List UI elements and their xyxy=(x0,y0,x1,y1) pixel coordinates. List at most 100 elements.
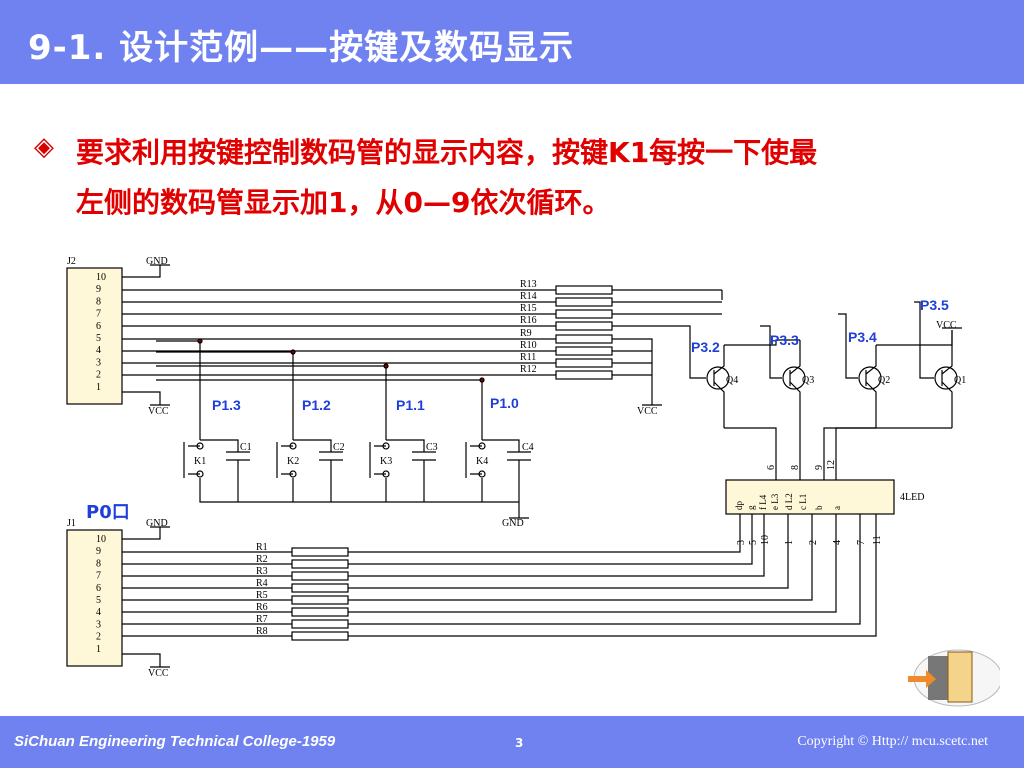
led-seg-2: f L4 xyxy=(758,494,768,510)
led-module xyxy=(725,479,895,515)
transistor-q4: Q4 xyxy=(726,375,738,386)
gnd-label-j2: GND xyxy=(146,256,168,267)
j1-pin-6: 6 xyxy=(96,583,101,594)
j2-pin-5: 5 xyxy=(96,333,101,344)
resistor-r13: R13 xyxy=(520,279,537,290)
key-k4: K4 xyxy=(476,456,488,467)
j1-pin-10: 10 xyxy=(96,534,106,545)
copyright-text: Copyright © Http:// mcu.scetc.net xyxy=(797,734,988,749)
led-bot-pin-5: 5 xyxy=(748,540,759,545)
led-bot-pin-10: 10 xyxy=(760,535,771,545)
j1-pin-5: 5 xyxy=(96,595,101,606)
label-p1-3: P1.3 xyxy=(212,397,241,413)
resistor-r8: R8 xyxy=(256,626,268,637)
led-top-pin-9: 9 xyxy=(814,465,825,470)
resistor-r14: R14 xyxy=(520,291,537,302)
j2-pin-9: 9 xyxy=(96,284,101,295)
resistor-r15: R15 xyxy=(520,303,537,314)
p0-port-label: P0口 xyxy=(86,502,130,523)
resistor-r12: R12 xyxy=(520,364,537,375)
j2-pin-3: 3 xyxy=(96,357,101,368)
requirement-line-2: 左侧的数码管显示加1，从0—9依次循环。 xyxy=(76,186,611,219)
led-seg-4: d L2 xyxy=(784,493,794,510)
resistor-r11: R11 xyxy=(520,352,536,363)
led-seg-7: a xyxy=(832,506,842,510)
resistor-r10: R10 xyxy=(520,340,537,351)
requirement-text: 要求利用按键控制数码管的显示内容，按键K1每按一下使最 左侧的数码管显示加1，从… xyxy=(76,128,976,228)
page-number: 3 xyxy=(515,736,524,750)
j1-pin-8: 8 xyxy=(96,558,101,569)
j1-pin-9: 9 xyxy=(96,546,101,557)
j2-pin-2: 2 xyxy=(96,370,101,381)
resistor-r6: R6 xyxy=(256,602,268,613)
j2-pin-10: 10 xyxy=(96,272,106,283)
key-k3: K3 xyxy=(380,456,392,467)
j1-label: J1 xyxy=(67,518,76,529)
j2-pin-7: 7 xyxy=(96,309,101,320)
key-k1: K1 xyxy=(194,456,206,467)
label-p3-5: P3.5 xyxy=(920,297,949,313)
led-label: 4LED xyxy=(900,492,924,503)
j1-connector xyxy=(66,529,123,667)
transistor-q1: Q1 xyxy=(954,375,966,386)
circuit-schematic: J2 J1 GND VCC GND VCC VCC GND VCC 4LED 1… xyxy=(66,256,966,679)
vcc-label-j1: VCC xyxy=(148,668,169,679)
vcc-label-j2: VCC xyxy=(148,406,169,417)
transistor-q3: Q3 xyxy=(802,375,814,386)
vcc-label-res: VCC xyxy=(637,406,658,417)
led-seg-3: e L3 xyxy=(770,493,780,510)
label-p1-1: P1.1 xyxy=(396,397,425,413)
led-bot-pin-11: 11 xyxy=(872,535,883,545)
led-top-pin-8: 8 xyxy=(790,465,801,470)
vcc-label-q1: VCC xyxy=(936,320,957,331)
resistor-r4: R4 xyxy=(256,578,268,589)
label-p1-0: P1.0 xyxy=(490,395,519,411)
led-seg-0: dp xyxy=(734,501,744,511)
led-top-pin-6: 6 xyxy=(766,465,777,470)
led-seg-6: b xyxy=(814,505,824,510)
label-p3-2: P3.2 xyxy=(691,339,720,355)
j2-pin-6: 6 xyxy=(96,321,101,332)
resistor-r5: R5 xyxy=(256,590,268,601)
diamond-bullet-icon: ◈ xyxy=(34,132,54,162)
led-bot-pin-2: 2 xyxy=(808,540,819,545)
slide-footer: SiChuan Engineering Technical College-19… xyxy=(0,716,1024,768)
capacitor-c2: C2 xyxy=(333,442,345,453)
gnd-label-j1: GND xyxy=(146,518,168,529)
led-seg-1: g xyxy=(746,505,756,510)
college-name: SiChuan Engineering Technical College-19… xyxy=(14,733,336,750)
j2-pin-4: 4 xyxy=(96,345,101,356)
gnd-label-keys: GND xyxy=(502,518,524,529)
capacitor-c1: C1 xyxy=(240,442,252,453)
led-bot-pin-4: 4 xyxy=(832,540,843,545)
j1-pin-7: 7 xyxy=(96,571,101,582)
j2-pin-8: 8 xyxy=(96,296,101,307)
transistor-q2: Q2 xyxy=(878,375,890,386)
resistor-r3: R3 xyxy=(256,566,268,577)
slide-title: 9-1. 设计范例——按键及数码显示 xyxy=(28,28,575,68)
led-bot-pin-1: 1 xyxy=(784,540,795,545)
j2-pin-1: 1 xyxy=(96,382,101,393)
led-top-pin-12: 12 xyxy=(826,460,837,470)
led-bot-pin-3: 3 xyxy=(736,540,747,545)
resistor-r9: R9 xyxy=(520,328,532,339)
slide-header: 9-1. 设计范例——按键及数码显示 xyxy=(0,0,1024,84)
label-p1-2: P1.2 xyxy=(302,397,331,413)
exit-door-icon[interactable] xyxy=(906,646,1000,708)
j2-label: J2 xyxy=(67,256,76,267)
label-p3-3: P3.3 xyxy=(770,332,799,348)
key-k2: K2 xyxy=(287,456,299,467)
j2-connector xyxy=(66,267,123,405)
j1-pin-3: 3 xyxy=(96,619,101,630)
resistor-r16: R16 xyxy=(520,315,537,326)
j1-pin-2: 2 xyxy=(96,632,101,643)
capacitor-c3: C3 xyxy=(426,442,438,453)
led-bot-pin-7: 7 xyxy=(856,540,867,545)
resistor-r1: R1 xyxy=(256,542,268,553)
requirement-line-1: 要求利用按键控制数码管的显示内容，按键K1每按一下使最 xyxy=(76,136,818,169)
resistor-r7: R7 xyxy=(256,614,268,625)
j1-pin-1: 1 xyxy=(96,644,101,655)
resistor-r2: R2 xyxy=(256,554,268,565)
label-p3-4: P3.4 xyxy=(848,329,877,345)
capacitor-c4: C4 xyxy=(522,442,534,453)
